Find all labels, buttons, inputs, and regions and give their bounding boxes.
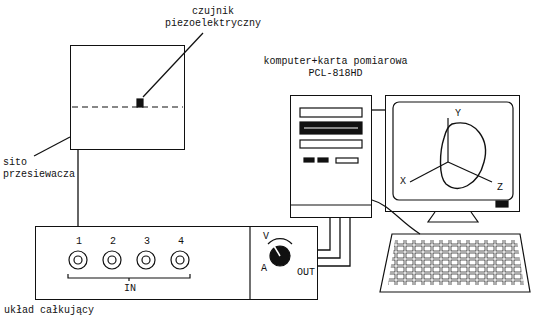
node-label: sito przesiewacza — [3, 157, 75, 181]
wire — [318, 218, 350, 266]
sieve-box: sito przesiewacza — [70, 45, 185, 150]
wire — [77, 150, 78, 226]
selector-knob — [268, 239, 292, 266]
piezo-sensor — [137, 99, 143, 107]
computer-tower — [291, 108, 371, 205]
input-bracket — [68, 274, 190, 281]
sieve-screen — [72, 106, 183, 107]
keyboard — [372, 200, 530, 292]
leader-line — [34, 137, 70, 156]
input-knobs — [69, 251, 189, 269]
panel-divider — [249, 227, 250, 299]
leader-line — [143, 33, 203, 97]
pin-number: 4 — [176, 236, 186, 248]
node-heading: komputer+karta pomiarowa PCL-818HD — [253, 56, 418, 80]
switch-label: V — [261, 231, 271, 243]
pin-number: 2 — [108, 236, 118, 248]
computer-box: komputer+karta pomiarowa PCL-818HD — [290, 95, 372, 218]
axis-label: X — [398, 176, 408, 188]
monitor — [393, 102, 513, 222]
axis-label: Z — [495, 182, 505, 194]
drawing — [34, 33, 530, 299]
signal-name: OUT — [296, 267, 316, 279]
axis-label: Y — [453, 108, 463, 120]
sensor-label: czujnik piezoelektryczny — [158, 6, 268, 30]
pin-number: 1 — [74, 236, 84, 248]
monitor-box: Y X Z — [385, 95, 520, 212]
switch-label: A — [259, 263, 269, 275]
wire — [372, 109, 385, 110]
pin-number: 3 — [142, 236, 152, 248]
node-label: układ całkujący — [4, 305, 144, 317]
signal-name: IN — [120, 283, 140, 295]
integrator-box: układ całkujący1234INVAOUT — [35, 226, 318, 300]
